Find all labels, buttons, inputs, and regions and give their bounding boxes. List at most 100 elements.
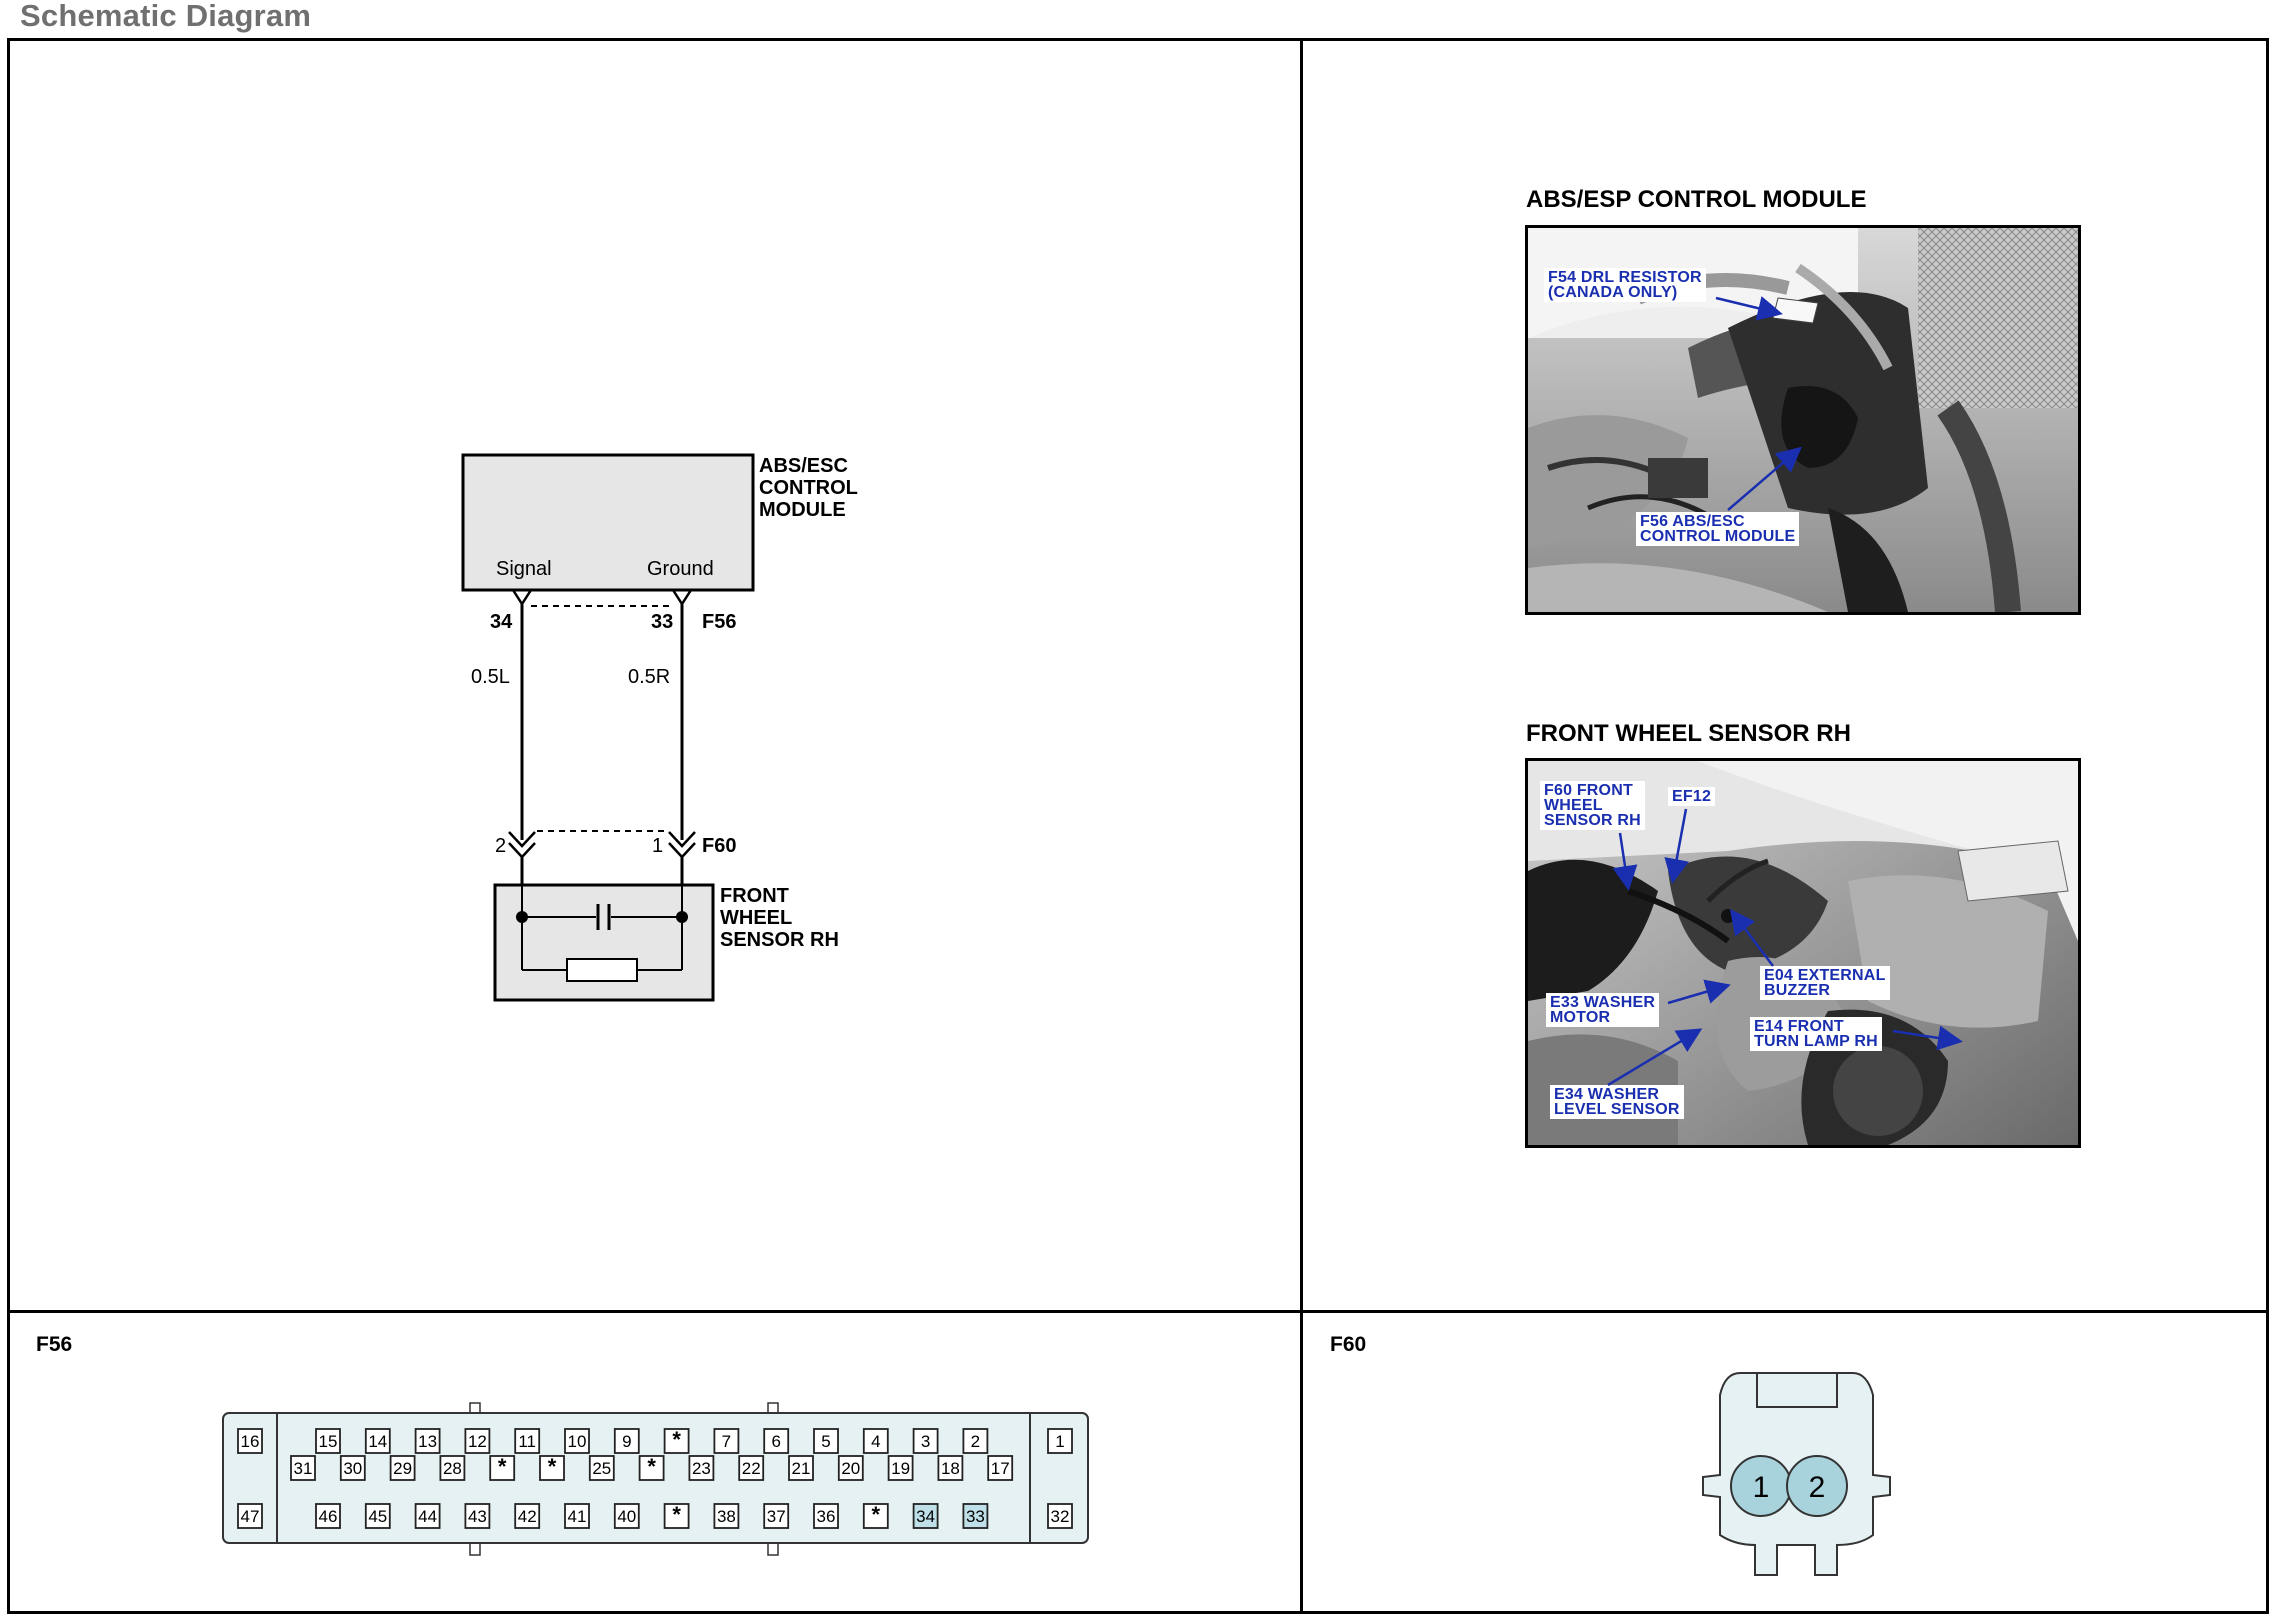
f56-pin-box [613,1503,640,1529]
f56-pin-box [962,1428,989,1454]
f56-pin-bottom-2: 44 [418,1507,437,1526]
callout-e14: E14 FRONT TURN LAMP RH [1750,1017,1882,1051]
f60-pin-2 [1786,1455,1848,1517]
callout-e04: E04 EXTERNAL BUZZER [1760,966,1890,1000]
wheel-area-illustration [1528,761,2078,1145]
connector-f56-top-left [511,589,533,607]
f56-pin-mid-11: 20 [841,1459,860,1478]
f56-pin-box [688,1455,715,1481]
callout-e33: E33 WASHER MOTOR [1546,993,1660,1027]
f56-pin-top-5: 10 [568,1432,587,1451]
f56-pin-bottom-1: 45 [368,1507,387,1526]
f56-pin-box [788,1455,814,1481]
f56-pin-bottom-6: 40 [617,1507,636,1526]
photo-title-wheel-sensor: FRONT WHEEL SENSOR RH [1526,720,1851,747]
f56-pin-bottom-4: 42 [518,1507,537,1526]
f56-pin-box [862,1428,889,1454]
f56-pin-top-1: 14 [368,1432,387,1451]
pin-ground-label: Ground [647,558,714,580]
connector-f56-top-right [671,589,693,607]
f56-pin-box [713,1503,740,1529]
connector-f60-view-label: F60 [1330,1333,1367,1356]
f56-pin-box [613,1428,640,1454]
f56-pin-mid-2: 29 [393,1459,412,1478]
f56-pin-box [763,1503,790,1529]
f56-pin-mid-9: 22 [742,1459,761,1478]
f56-pin-box [862,1503,889,1529]
wire-color-left: 0.5L [471,666,510,688]
f56-pin-mid-10: 21 [792,1459,811,1478]
sensor-name-line1: FRONT [720,885,789,907]
f56-pin-mid-8: 23 [692,1459,711,1478]
f56-pin-bottom-13: 33 [966,1507,985,1526]
f56-pin-box [514,1428,541,1454]
f56-pin-box [414,1503,441,1529]
f56-pin-bottom-0: 46 [319,1507,338,1526]
callout-ef12: EF12 [1668,787,1716,806]
f56-pin-box [564,1503,590,1529]
f56-pin-box [588,1455,615,1481]
f56-pin-top-9: 6 [771,1432,780,1451]
f56-pin-mid-12: 19 [891,1459,910,1478]
wiring-schematic: ABS/ESC CONTROL MODULE Signal Ground 34 … [461,453,858,1002]
f56-tab-bottom-left [469,1542,481,1556]
callout-f54: F54 DRL RESISTOR (CANADA ONLY) [1544,268,1706,302]
panel-divider-horizontal [7,1310,2269,1313]
pin-33-label: 33 [651,611,673,633]
sensor-name-line2: WHEEL [720,907,792,929]
f56-pin-top-6: 9 [622,1432,631,1451]
f56-pin-box [837,1455,864,1481]
f56-pin-bottom-3: 43 [468,1507,487,1526]
pin-1-label: 1 [652,835,663,857]
f56-pin-mid-14: 17 [991,1459,1010,1478]
connector-f60-face: 1 2 [1702,1372,1891,1576]
f56-pin-top-0: 15 [319,1432,338,1451]
f56-pin-box [813,1428,839,1454]
resistor-symbol [566,958,638,982]
f56-pin-box [389,1455,416,1481]
module-name-line1: ABS/ESC [759,455,848,477]
f56-pin-mid-6: 25 [592,1459,611,1478]
f56-pin-1: 1 [1055,1432,1064,1451]
f56-pin-top-4: 11 [518,1432,536,1451]
pin-signal-label: Signal [496,558,552,580]
junction-left [516,911,528,923]
f56-pin-top-12: 3 [921,1432,930,1451]
photo-wheel-sensor: F60 FRONT WHEEL SENSOR RH EF12 E04 EXTER… [1525,758,2081,1148]
f56-pin-box [489,1455,516,1481]
f56-pin-box [663,1503,690,1529]
callout-f60: F60 FRONT WHEEL SENSOR RH [1540,781,1645,830]
f56-pin-box [638,1455,665,1481]
photo-title-abs-module: ABS/ESP CONTROL MODULE [1526,186,1867,213]
f56-pin-bottom-12: 34 [916,1507,935,1526]
f56-pin-box [713,1428,740,1454]
f56-pin-box [987,1455,1014,1481]
f56-pin-box [1047,1503,1073,1529]
f56-pin-mid-3: 28 [443,1459,462,1478]
f56-pin-bottom-5: 41 [568,1507,587,1526]
f56-pin-box [1047,1428,1073,1454]
connector-f56-view-label: F56 [36,1333,73,1356]
f56-pin-box [237,1428,263,1454]
photo-abs-module: F54 DRL RESISTOR (CANADA ONLY) F56 ABS/E… [1525,225,2081,615]
f56-pin-mid-7: * [647,1454,656,1479]
f56-pin-16: 16 [241,1432,260,1451]
f56-pin-top-13: 2 [971,1432,980,1451]
f56-tab-bottom-right [767,1542,779,1556]
f56-pin-box [290,1455,316,1481]
f56-pin-box [364,1503,391,1529]
f56-pin-box [887,1455,914,1481]
wheel-sensor-box [493,883,715,1002]
f56-pin-box [464,1503,491,1529]
f56-pin-box [912,1503,939,1529]
connector-f60-right-upper [668,831,696,848]
f56-pin-top-11: 4 [871,1432,880,1451]
pin-34-label: 34 [490,611,513,633]
control-module-box [461,453,755,592]
f56-pin-top-8: 7 [722,1432,731,1451]
f60-pin-2-label: 2 [1809,1471,1826,1504]
callout-f56: F56 ABS/ESC CONTROL MODULE [1636,512,1800,546]
f56-pin-box [738,1455,765,1481]
